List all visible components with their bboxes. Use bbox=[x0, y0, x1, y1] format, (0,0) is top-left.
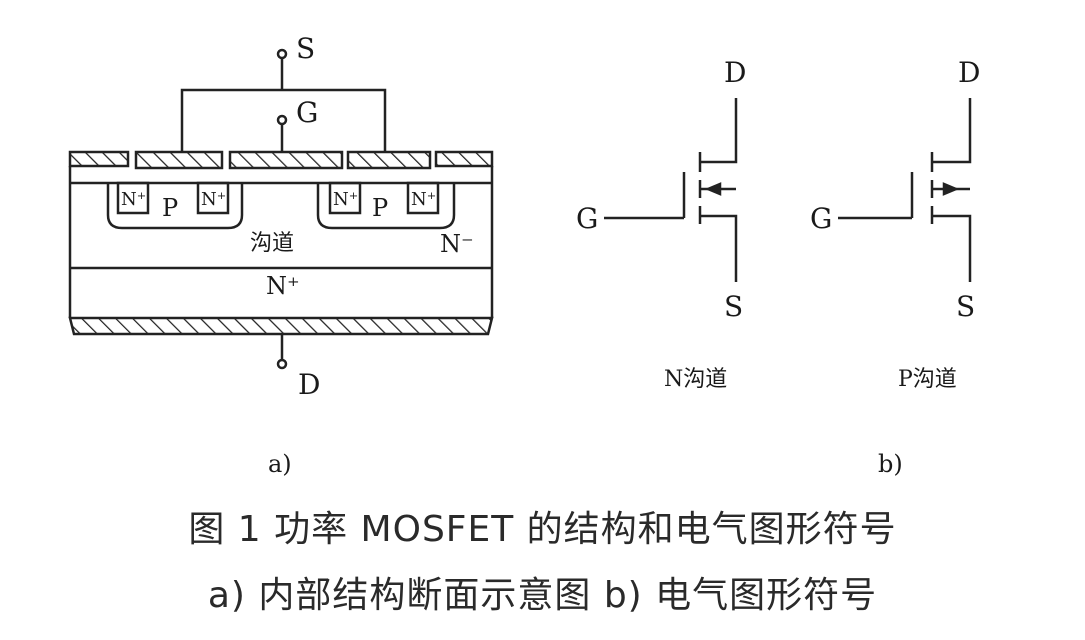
p-well-right bbox=[316, 183, 456, 230]
label-p-1: P bbox=[162, 194, 178, 222]
cross-section bbox=[68, 48, 494, 370]
label-channel: 沟道 bbox=[250, 231, 294, 256]
p-label-source: S bbox=[956, 290, 975, 323]
source-metal-right-edge bbox=[434, 150, 494, 168]
p-label-drain: D bbox=[958, 56, 980, 89]
label-n-plus-1: N⁺ bbox=[121, 189, 146, 210]
n-channel-caption: N沟道 bbox=[664, 367, 727, 392]
gate-terminal bbox=[276, 114, 288, 126]
source-terminal bbox=[276, 48, 288, 60]
p-channel-symbol bbox=[838, 98, 972, 282]
source-wire bbox=[180, 88, 387, 152]
n-arrow bbox=[704, 182, 722, 196]
n-plus-region-3 bbox=[328, 181, 362, 215]
drain-metal bbox=[68, 316, 494, 336]
label-p-2: P bbox=[372, 194, 388, 222]
n-channel-symbol bbox=[604, 98, 738, 282]
label-n-plus-3: N⁺ bbox=[333, 189, 358, 210]
n-channel-labels: D G S N沟道 bbox=[576, 56, 746, 392]
p-channel-caption: P沟道 bbox=[898, 367, 957, 392]
p-label-gate: G bbox=[810, 202, 832, 235]
label-source: S bbox=[296, 32, 315, 65]
label-n-plus-substrate: N⁺ bbox=[266, 272, 300, 300]
n-plus-region-2 bbox=[196, 181, 230, 215]
n-plus-region-4 bbox=[406, 181, 440, 215]
sublabel-a: a) bbox=[268, 450, 292, 478]
figure-caption-line2: a) 内部结构断面示意图 b) 电气图形符号 bbox=[207, 575, 878, 616]
n-label-drain: D bbox=[724, 56, 746, 89]
p-arrow bbox=[942, 182, 960, 196]
source-metal-left-edge bbox=[68, 150, 130, 168]
sublabel-b: b) bbox=[878, 450, 903, 478]
n-label-gate: G bbox=[576, 202, 598, 235]
cross-section-labels: S G D N⁺ P N⁺ N⁺ P N⁺ 沟道 N⁻ N⁺ a) bbox=[121, 32, 474, 478]
n-drain-wire bbox=[700, 98, 738, 164]
label-n-plus-2: N⁺ bbox=[201, 189, 226, 210]
figure-caption-line1: 图 1 功率 MOSFET 的结构和电气图形符号 bbox=[188, 509, 897, 550]
label-drain: D bbox=[298, 368, 320, 401]
n-source-wire bbox=[700, 214, 738, 282]
p-channel-labels: D G S P沟道 b) bbox=[810, 56, 980, 478]
n-label-source: S bbox=[724, 290, 743, 323]
gate-metal bbox=[228, 150, 344, 170]
drain-terminal bbox=[276, 358, 288, 370]
p-well-left bbox=[106, 183, 244, 230]
p-source-wire bbox=[932, 214, 972, 282]
label-n-plus-4: N⁺ bbox=[411, 189, 436, 210]
label-n-minus: N⁻ bbox=[440, 230, 474, 258]
source-metal-left bbox=[134, 150, 224, 170]
source-metal-right bbox=[346, 150, 432, 170]
p-drain-wire bbox=[932, 98, 972, 164]
n-plus-region-1 bbox=[116, 181, 150, 215]
label-gate: G bbox=[296, 96, 318, 129]
